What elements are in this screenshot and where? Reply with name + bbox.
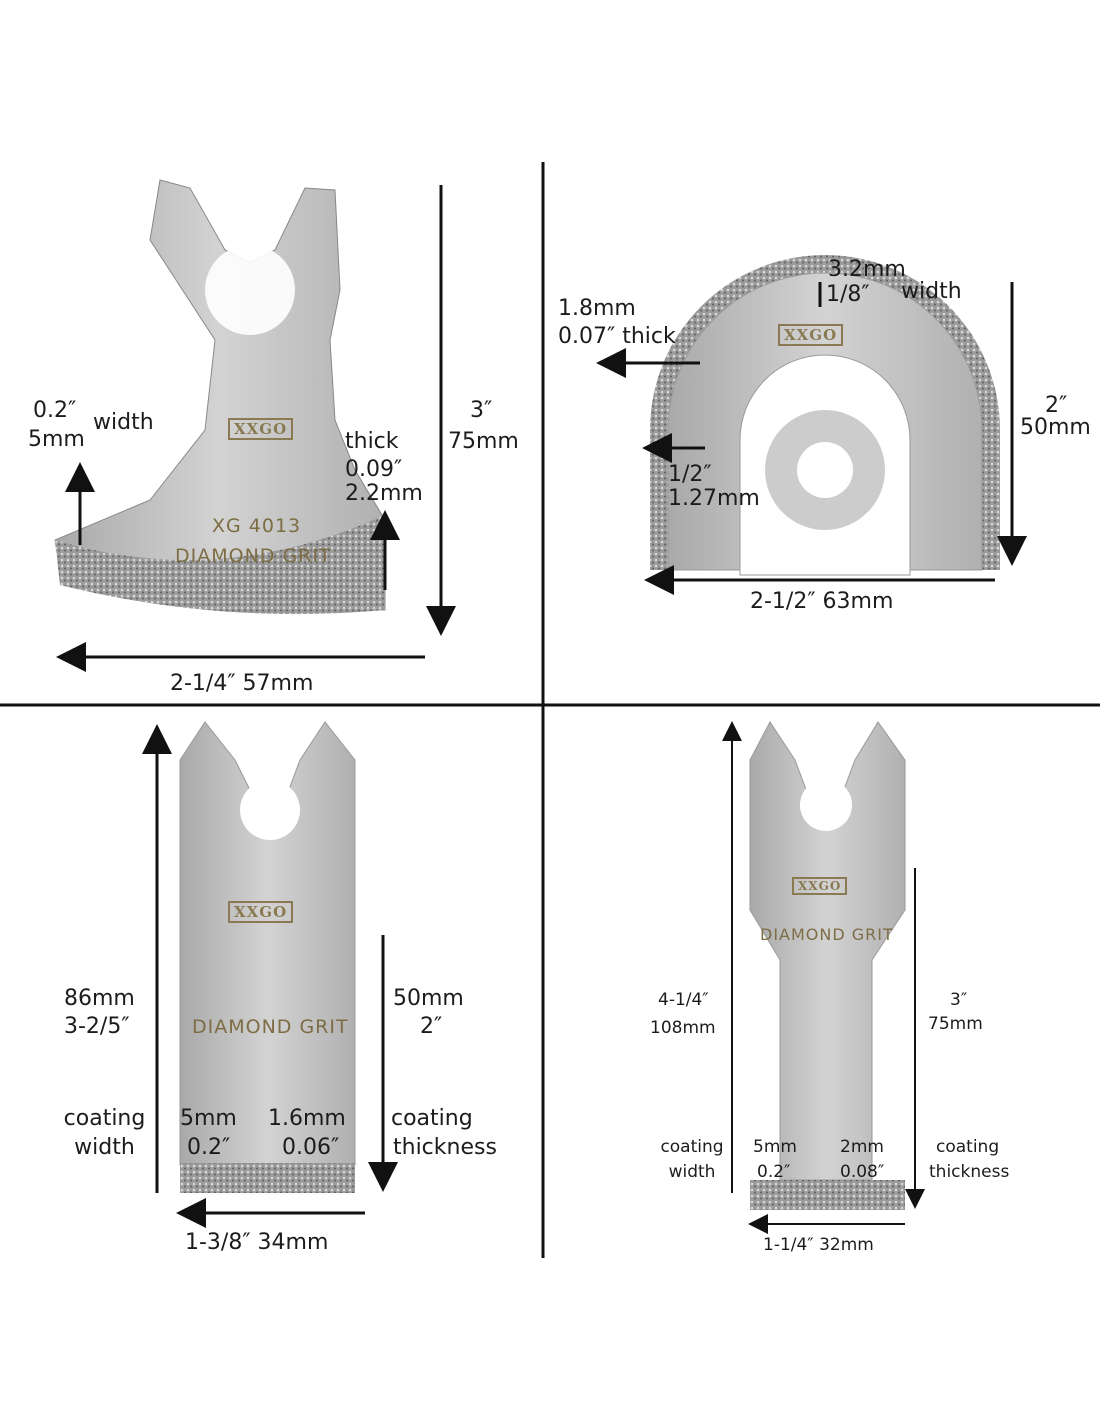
brand-logo: XXGO: [228, 901, 294, 923]
blade2-thick-mm: 1.8mm: [558, 296, 636, 321]
blade4-cut-mm: 75mm: [928, 1014, 983, 1034]
blade2-length: 2-1/2″ 63mm: [750, 589, 894, 614]
blade3-coating-label-2: coating: [391, 1106, 473, 1131]
blade4-coating-label: coating: [660, 1137, 724, 1157]
blade1-model: XG 4013: [212, 515, 302, 537]
blade3-cut-in: 2″: [420, 1014, 443, 1039]
blade2-height-in: 2″: [1045, 393, 1068, 418]
blade1-coating-width-in: 0.2″: [33, 398, 77, 423]
brand-logo: XXGO: [792, 877, 848, 895]
blade4-length: 1-1/4″ 32mm: [763, 1235, 874, 1255]
blade1-coating-width-mm: 5mm: [28, 427, 85, 452]
blade1-height-mm: 75mm: [448, 429, 519, 454]
blade1-grit-label: DIAMOND GRIT: [175, 545, 332, 567]
blade4-coating-thick-mm: 2mm: [840, 1137, 884, 1157]
blade4-coating-thick-in: 0.08″: [840, 1162, 885, 1182]
blade2-width-word: width: [901, 279, 962, 304]
blade2-inner-in: 1/2″: [668, 462, 712, 487]
blade3-coating-thick-in: 0.06″: [282, 1135, 340, 1160]
blade2-height-mm: 50mm: [1020, 415, 1091, 440]
blade3-width-label: width: [74, 1135, 135, 1160]
blade1-thick-word: thick: [345, 429, 399, 454]
blade2-thick-in: 0.07″ thick: [558, 324, 676, 349]
blade2-inner-mm: 1.27mm: [668, 486, 760, 511]
blade3-cut-mm: 50mm: [393, 986, 464, 1011]
blade1-thickness-mm: 2.2mm: [345, 481, 423, 506]
blade4-total-in: 4-1/4″: [658, 990, 709, 1010]
blade4-coating-label-2: coating: [936, 1137, 1000, 1157]
brand-logo: XXGO: [778, 324, 844, 346]
blade1-height-in: 3″: [470, 398, 493, 423]
blade2-width-mm: 3.2mm: [828, 257, 906, 282]
blade2-width-in: 1/8″: [826, 282, 870, 307]
blade3-coating-label: coating: [63, 1106, 146, 1131]
blade3-coating-thick-mm: 1.6mm: [268, 1106, 346, 1131]
blade4-coating-width-in: 0.2″: [757, 1162, 791, 1182]
blade3-thickness-label: thickness: [393, 1135, 497, 1160]
blade1-thickness-in: 0.09″: [345, 457, 403, 482]
blade-4: [749, 721, 906, 1210]
blade4-width-label: width: [668, 1162, 716, 1182]
blade4-thickness-label: thickness: [929, 1162, 1010, 1182]
blade-3: [179, 721, 356, 1193]
blade3-coating-width-in: 0.2″: [187, 1135, 231, 1160]
blade3-total-in: 3-2/5″: [64, 1014, 130, 1039]
blade4-coating-width-mm: 5mm: [753, 1137, 797, 1157]
blade4-cut-in: 3″: [950, 990, 968, 1010]
blade3-total-mm: 86mm: [64, 986, 135, 1011]
blade-1: [54, 179, 386, 615]
blade-2: [650, 255, 1000, 576]
blade4-grit-label: DIAMOND GRIT: [760, 925, 894, 944]
blade3-grit-label: DIAMOND GRIT: [192, 1016, 349, 1038]
blade1-length: 2-1/4″ 57mm: [170, 671, 314, 696]
blade1-width-word: width: [93, 410, 154, 435]
blade4-total-mm: 108mm: [650, 1018, 716, 1038]
dimension-arrows: [56, 185, 1027, 1234]
brand-logo: XXGO: [228, 418, 294, 440]
blade3-coating-width-mm: 5mm: [180, 1106, 237, 1131]
blade3-length: 1-3/8″ 34mm: [185, 1230, 329, 1255]
